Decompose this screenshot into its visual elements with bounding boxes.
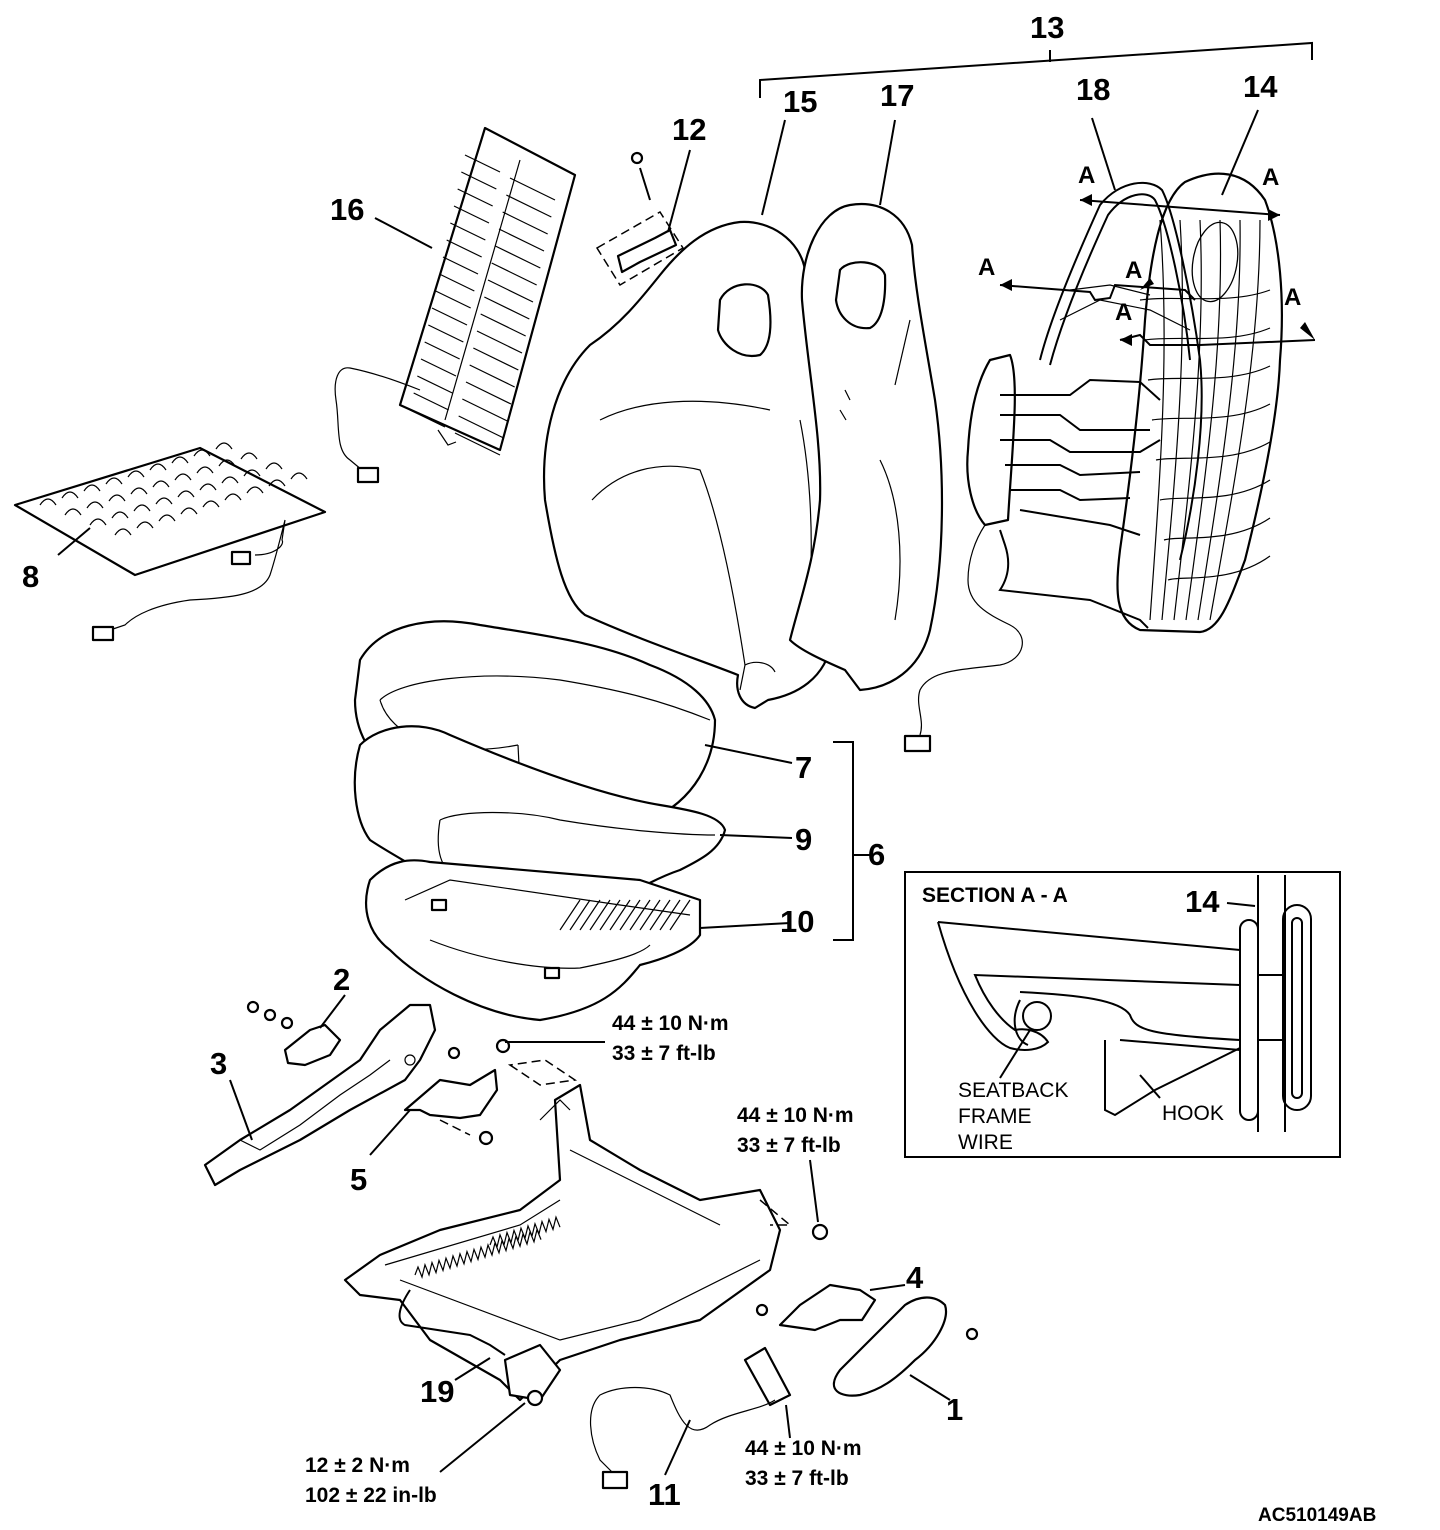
leader-lines xyxy=(57,41,1313,1476)
recliner-cover-part xyxy=(203,1003,437,1187)
seat-cushion-heater-part xyxy=(13,442,327,642)
callout-2: 2 xyxy=(333,962,350,997)
torque-spec-metric: 44 ± 10 N·m xyxy=(745,1437,862,1460)
seatback-frame-part xyxy=(1116,172,1283,634)
seatback-frame-wire-label: WIRE xyxy=(958,1131,1013,1154)
section-marker-a: A xyxy=(1078,162,1095,189)
torque-spec-imperial: 33 ± 7 ft-lb xyxy=(737,1134,841,1157)
callout-3: 3 xyxy=(210,1046,227,1081)
hook-label: HOOK xyxy=(1162,1102,1224,1125)
torque-spec-metric: 44 ± 10 N·m xyxy=(612,1012,729,1035)
section-marker-a: A xyxy=(978,254,995,281)
seatback-frame-wire-label: FRAME xyxy=(958,1105,1032,1128)
seatback-heater-part xyxy=(334,126,577,484)
torque-spec-imperial: 102 ± 22 in-lb xyxy=(305,1484,437,1507)
callout-6: 6 xyxy=(868,837,885,872)
seatback-pad-part xyxy=(788,202,944,692)
figure-code: AC510149AB xyxy=(1258,1505,1376,1526)
callout-18: 18 xyxy=(1076,72,1110,107)
section-part-number: 14 xyxy=(1185,884,1220,919)
callout-12: 12 xyxy=(672,112,706,147)
headrest-guide-part xyxy=(595,151,685,287)
section-marker-a: A xyxy=(1262,164,1279,191)
callout-5: 5 xyxy=(350,1162,367,1197)
callout-1: 1 xyxy=(946,1392,963,1427)
callout-16: 16 xyxy=(330,192,364,227)
torque-spec-metric: 12 ± 2 N·m xyxy=(305,1454,410,1477)
callout-10: 10 xyxy=(780,904,814,939)
recliner-knob-part xyxy=(246,1000,461,1067)
callout-15: 15 xyxy=(783,84,817,119)
torque-spec-imperial: 33 ± 7 ft-lb xyxy=(612,1042,716,1065)
seatback-frame-wire-part xyxy=(903,182,1203,753)
callout-7: 7 xyxy=(795,750,812,785)
callout-9: 9 xyxy=(795,822,812,857)
callout-11: 11 xyxy=(648,1477,681,1512)
seatback-cover-part xyxy=(542,220,840,710)
torque-spec-imperial: 33 ± 7 ft-lb xyxy=(745,1467,849,1490)
section-marker-a: A xyxy=(1125,257,1142,284)
seatback-frame-wire-label: SEATBACK xyxy=(958,1079,1068,1102)
section-marker-a: A xyxy=(1115,299,1132,326)
outer-bracket-part xyxy=(755,1223,877,1332)
callout-8: 8 xyxy=(22,559,39,594)
callout-13: 13 xyxy=(1030,10,1064,45)
torque-spec-metric: 44 ± 10 N·m xyxy=(737,1104,854,1127)
section-a-markers xyxy=(999,194,1316,346)
section-a-a-inset: SECTION A - A 14 SEATBACK FRAME WIRE HOO… xyxy=(904,871,1341,1158)
outer-cover-part xyxy=(832,1296,979,1397)
section-title: SECTION A - A xyxy=(922,884,1068,907)
callout-14: 14 xyxy=(1243,69,1278,104)
seatbelt-buckle-part xyxy=(526,1346,792,1490)
section-marker-a: A xyxy=(1284,284,1301,311)
callout-19: 19 xyxy=(420,1374,454,1409)
callout-4: 4 xyxy=(906,1260,924,1295)
seat-track-part xyxy=(343,1059,793,1402)
callout-17: 17 xyxy=(880,78,914,113)
seat-cushion-pan-part xyxy=(365,859,702,1022)
